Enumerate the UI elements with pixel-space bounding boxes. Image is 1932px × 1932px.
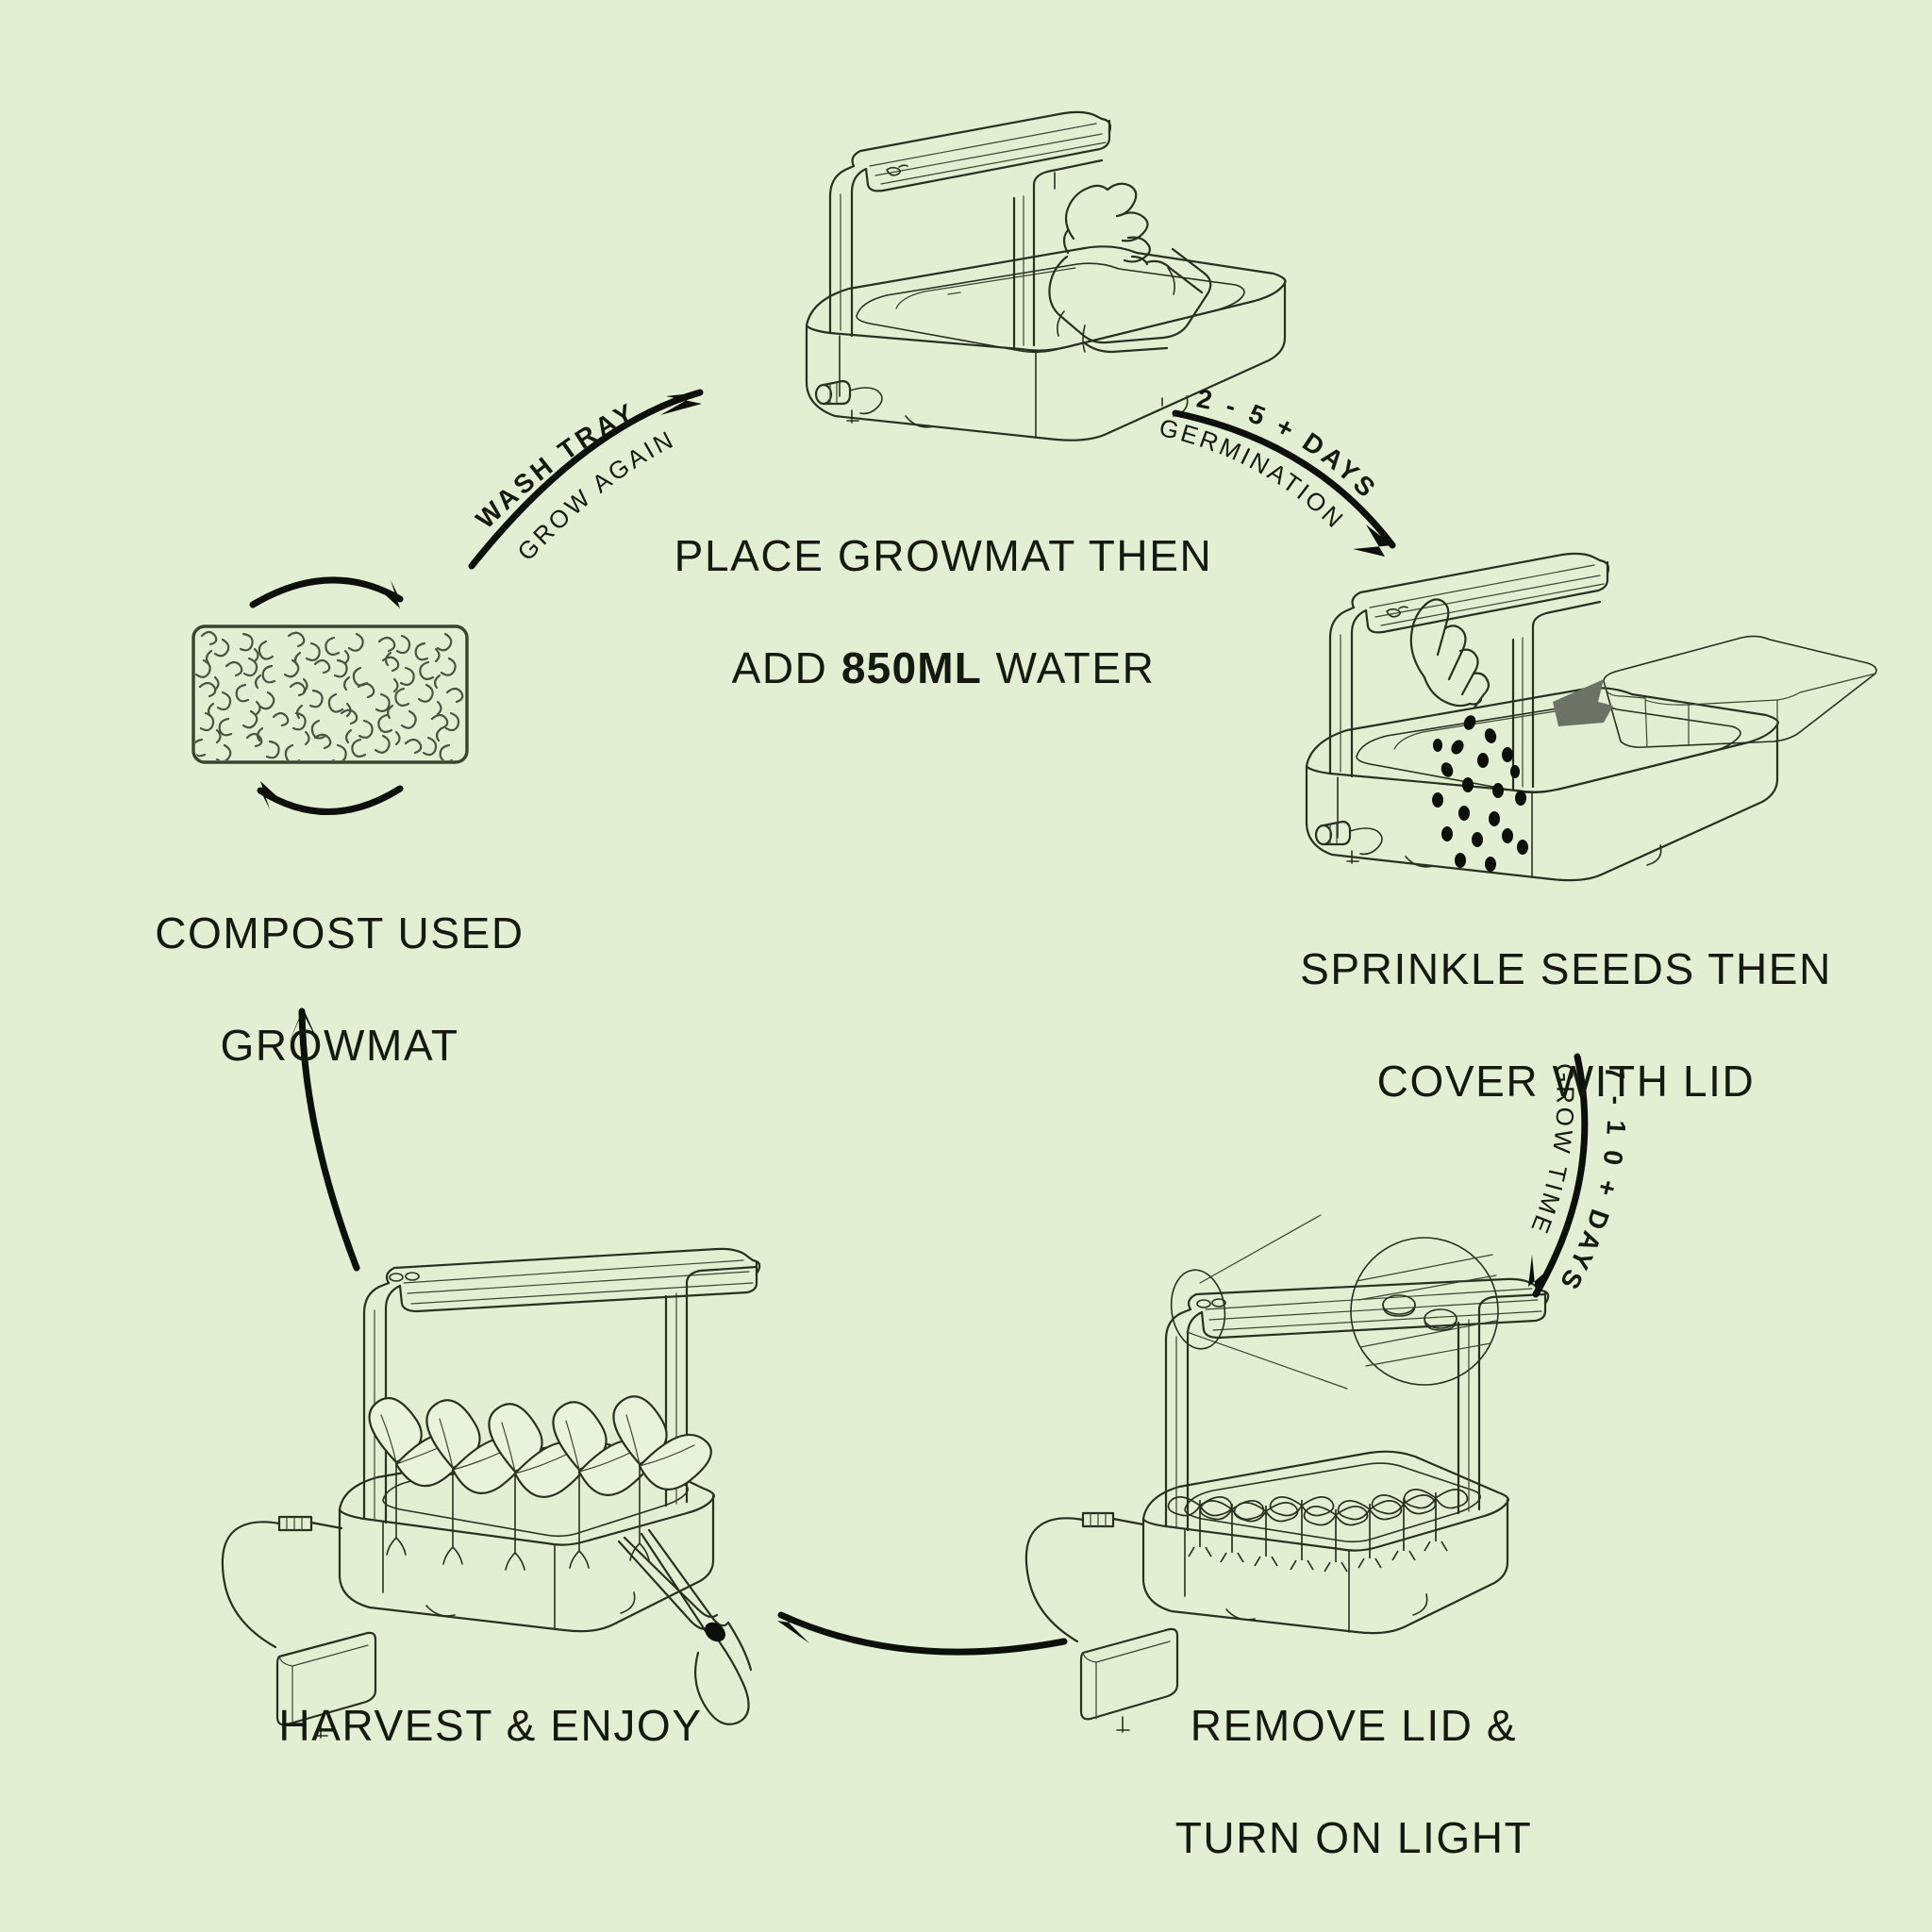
connector-restart — [468, 389, 704, 570]
caption-place-growmat-line1: PLACE GROWMAT THEN — [674, 530, 1213, 580]
illustration-place-growmat — [805, 110, 1287, 441]
power-connector — [1314, 820, 1383, 856]
caption-harvest-line1: HARVEST & ENJOY — [278, 1700, 703, 1750]
caption-harvest: HARVEST & ENJOY — [226, 1641, 755, 1755]
caption-place-growmat: PLACE GROWMAT THEN ADD 850ML WATER — [585, 472, 1302, 697]
caption-remove-lid-line2: TURN ON LIGHT — [1174, 1813, 1533, 1863]
caption-compost-line2: GROWMAT — [220, 1021, 459, 1071]
caption-remove-lid-line1: REMOVE LID & — [1190, 1700, 1518, 1750]
light-buttons[interactable] — [389, 1272, 420, 1282]
mature-plants-row — [368, 1395, 712, 1571]
illustration-sprinkle-seeds — [1305, 552, 1877, 882]
connector-germination — [1172, 409, 1396, 557]
illustration-remove-lid — [1024, 1214, 1550, 1733]
caption-compost-line1: COMPOST USED — [155, 908, 525, 958]
caption-sprinkle-seeds: SPRINKLE SEEDS THEN COVER WITH LID — [1236, 885, 1896, 1110]
growmat-cycle-arrows — [249, 576, 404, 815]
connector-to-compost — [289, 1008, 360, 1272]
illustration-growmat — [192, 625, 469, 764]
caption-place-growmat-line2-post: WATER — [982, 643, 1156, 693]
caption-sprinkle-seeds-line2: COVER WITH LID — [1376, 1057, 1756, 1107]
falling-seeds — [1432, 715, 1528, 872]
caption-compost: COMPOST USED GROWMAT — [94, 849, 585, 1074]
button-detail-callout — [1170, 1214, 1499, 1390]
watering-jug-and-hand — [1048, 182, 1212, 354]
illustration-harvest — [221, 1247, 761, 1739]
hand-sprinkling-seeds — [1409, 598, 1491, 709]
seedlings-row — [1167, 1489, 1469, 1573]
power-adapter — [1024, 1511, 1179, 1733]
caption-remove-lid: REMOVE LID & TURN ON LIGHT — [1090, 1641, 1618, 1867]
connector-to-harvest — [777, 1611, 1068, 1656]
caption-place-growmat-line2-pre: ADD — [731, 643, 841, 693]
growmat-fibre-texture — [195, 630, 464, 760]
caption-sprinkle-seeds-line1: SPRINKLE SEEDS THEN — [1300, 943, 1832, 993]
harvest-scissors — [617, 1528, 753, 1725]
light-buttons[interactable] — [1196, 1298, 1226, 1308]
lid-direction-arrow — [1553, 679, 1613, 726]
power-connector — [814, 379, 883, 415]
tray-lid-panel — [1603, 635, 1877, 748]
caption-place-growmat-volume: 850ML — [841, 643, 983, 693]
connector-grow-time — [1528, 1053, 1589, 1298]
power-adapter — [221, 1515, 377, 1739]
